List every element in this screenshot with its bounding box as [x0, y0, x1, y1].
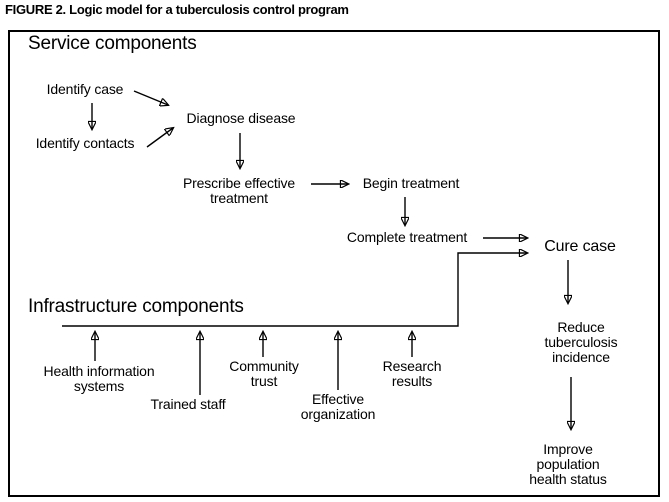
figure-border — [8, 30, 660, 497]
infrastructure-components-heading: Infrastructure components — [28, 296, 244, 317]
node-research-results: Research results — [382, 358, 442, 389]
node-improve-population-health-status: Improve population health status — [529, 441, 607, 487]
service-components-heading: Service components — [28, 33, 197, 54]
node-diagnose-disease: Diagnose disease — [186, 110, 296, 126]
node-community-trust: Community trust — [229, 358, 299, 389]
node-begin-treatment: Begin treatment — [362, 175, 460, 191]
node-identify-case: Identify case — [46, 81, 124, 97]
node-identify-contacts: Identify contacts — [35, 135, 135, 151]
node-trained-staff: Trained staff — [150, 396, 226, 412]
figure-title: FIGURE 2. Logic model for a tuberculosis… — [5, 2, 349, 17]
node-health-information-systems: Health information systems — [43, 363, 155, 394]
node-complete-treatment: Complete treatment — [346, 229, 468, 245]
node-reduce-tuberculosis-incidence: Reduce tuberculosis incidence — [544, 319, 618, 365]
node-effective-organization: Effective organization — [300, 391, 376, 422]
node-prescribe-effective-treatment: Prescribe effective treatment — [182, 175, 296, 206]
node-cure-case: Cure case — [544, 238, 616, 255]
